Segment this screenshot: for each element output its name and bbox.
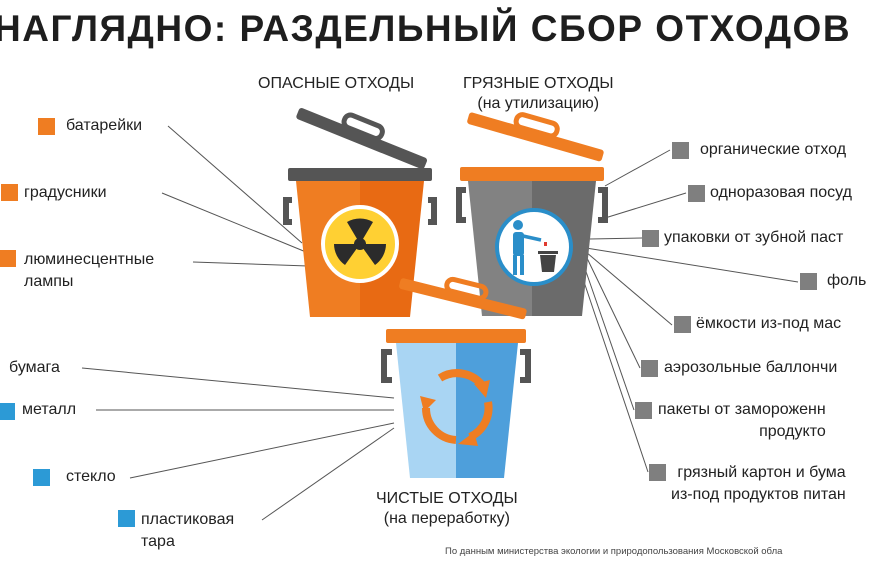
category-dirty-subtitle: (на утилизацию) (477, 95, 600, 112)
hazardous-item: люминесцентные лампы (24, 249, 154, 293)
legend-square (635, 402, 652, 419)
category-hazardous-title: ОПАСНЫЕ ОТХОДЫ (258, 75, 415, 92)
source-note: По данным министерства экологии и природ… (445, 546, 783, 557)
hazardous-item: градусники (24, 184, 107, 201)
dirty-item-line: из-под продуктов питан (671, 486, 846, 503)
legend-square (38, 118, 55, 135)
clean-bin (381, 276, 531, 478)
clean-item: стекло (66, 468, 116, 485)
dirty-item: органические отход (700, 141, 847, 158)
category-dirty-label: ГРЯЗНЫЕ ОТХОДЫ (на утилизацию) (463, 74, 614, 114)
legend-square (800, 273, 817, 290)
hazardous-item: батарейки (66, 117, 143, 134)
clean-item-line: пластиковая (141, 511, 235, 528)
dirty-item-line: пакеты от замороженн (658, 401, 826, 418)
legend-square (118, 510, 135, 527)
hazardous-item-line: лампы (24, 273, 74, 290)
dirty-item-line: продукто (759, 423, 826, 440)
hazardous-item-line: люминесцентные (24, 251, 155, 268)
dirty-item: упаковки от зубной паст (664, 229, 844, 246)
recycle-icon (420, 369, 493, 446)
dirty-item: одноразовая посуд (710, 184, 852, 201)
category-clean-title: ЧИСТЫЕ ОТХОДЫ (376, 490, 518, 507)
clean-item-line: тара (141, 533, 175, 550)
person-trash-icon (495, 208, 573, 286)
dirty-item: пакеты от замороженн продукто (658, 399, 826, 443)
dirty-bin (456, 112, 608, 316)
legend-square (688, 185, 705, 202)
clean-item: пластиковая тара (141, 509, 234, 553)
category-clean-subtitle: (на переработку) (383, 510, 510, 527)
legend-square (33, 469, 50, 486)
connector-lines (81, 125, 799, 521)
dirty-item: аэрозольные баллончи (664, 359, 838, 376)
category-dirty-title: ГРЯЗНЫЕ ОТХОДЫ (463, 75, 614, 92)
legend-square (641, 360, 658, 377)
category-clean-label: ЧИСТЫЕ ОТХОДЫ (на переработку) (376, 489, 518, 529)
dirty-item: фоль (827, 272, 867, 289)
legend-square (672, 142, 689, 159)
clean-item: металл (22, 401, 77, 418)
legend-square (649, 464, 666, 481)
legend-square (674, 316, 691, 333)
legend-square (0, 403, 15, 420)
legend-square (1, 184, 18, 201)
dirty-item: ёмкости из-под мас (696, 315, 842, 332)
clean-item: бумага (9, 359, 60, 376)
clean-bin-lid (399, 276, 527, 320)
legend-square (642, 230, 659, 247)
category-hazardous-label: ОПАСНЫЕ ОТХОДЫ (258, 74, 414, 94)
page-title: НАГЛЯДНО: РАЗДЕЛЬНЫЙ СБОР ОТХОДОВ (0, 8, 852, 49)
dirty-bin-lid (467, 112, 604, 162)
dirty-item-line: грязный картон и бума (677, 464, 846, 481)
hazardous-bin-lid (296, 108, 427, 170)
dirty-item: грязный картон и бума из-под продуктов п… (671, 462, 846, 506)
legend-square (0, 250, 16, 267)
